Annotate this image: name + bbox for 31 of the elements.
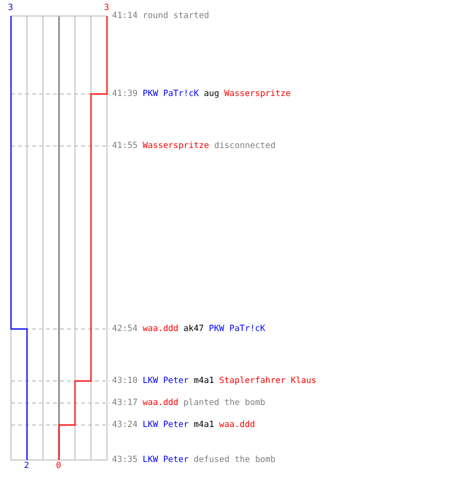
timestamp: 42:54 xyxy=(112,324,138,334)
timestamp: 41:55 xyxy=(112,141,138,151)
player-name: PKW PaTr!cK xyxy=(142,89,199,99)
player-name: LKW Peter xyxy=(142,455,189,465)
player-name: LKW Peter xyxy=(142,420,189,430)
player-name: waa.ddd xyxy=(142,324,178,334)
player-name: waa.ddd xyxy=(142,398,178,408)
timestamp: 43:10 xyxy=(112,376,138,386)
event-text: round started xyxy=(142,11,210,21)
player-name: LKW Peter xyxy=(142,376,189,386)
weapon-name: m4a1 xyxy=(194,376,214,386)
timestamp: 41:39 xyxy=(112,89,138,99)
count-label: 3 xyxy=(8,3,14,13)
weapon-name: aug xyxy=(204,89,220,99)
count-label: 3 xyxy=(104,3,110,13)
player-name: PKW PaTr!cK xyxy=(208,324,266,334)
player-name: Wasserspritze xyxy=(224,89,291,99)
event-text: defused the bomb xyxy=(194,455,276,465)
player-name: waa.ddd xyxy=(219,420,255,430)
timestamp: 43:24 xyxy=(112,420,138,430)
weapon-name: m4a1 xyxy=(194,420,214,430)
timestamp: 43:35 xyxy=(112,455,138,465)
weapon-name: ak47 xyxy=(183,324,204,334)
count-label: 2 xyxy=(24,461,30,471)
player-name: Wasserspritze xyxy=(142,141,210,151)
timestamp: 41:14 xyxy=(112,11,138,21)
timestamp: 43:17 xyxy=(112,398,138,408)
player-name: Staplerfahrer Klaus xyxy=(219,376,316,386)
event-text: disconnected xyxy=(214,141,276,151)
count-label: 0 xyxy=(56,461,62,471)
event-text: planted the bomb xyxy=(183,398,266,408)
